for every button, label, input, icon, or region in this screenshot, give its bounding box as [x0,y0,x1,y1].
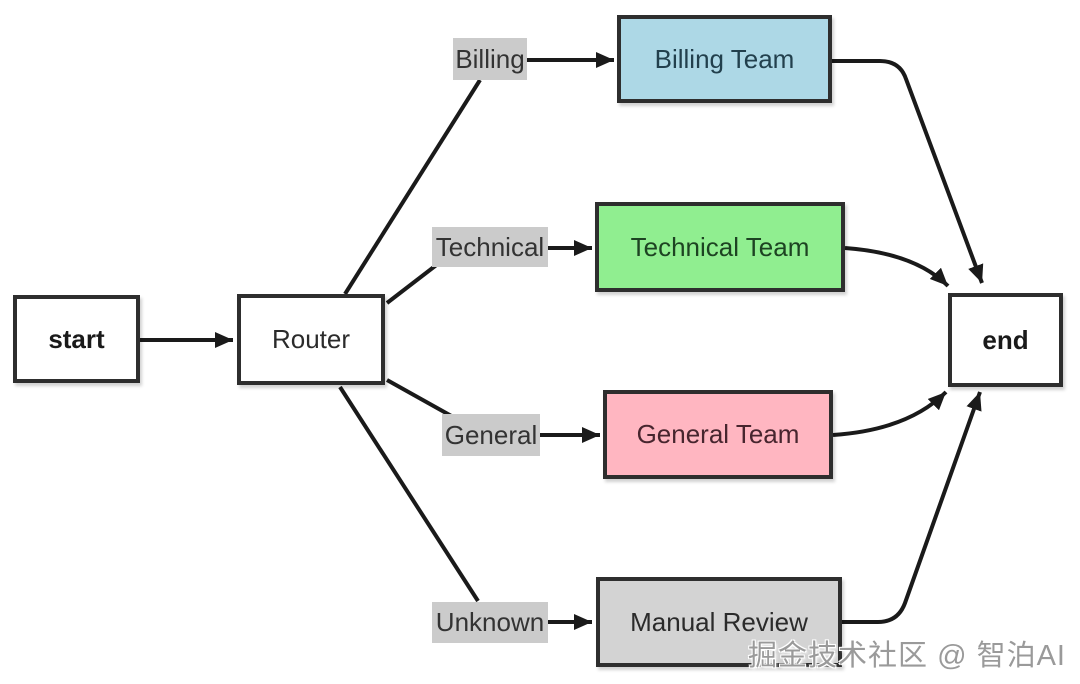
edge-label-unknown: Unknown [432,602,548,643]
edge-router-to-billing-label [343,78,482,296]
edge-general-team-to-end [832,390,948,437]
edge-router-to-general-label [386,378,456,420]
edge-manual-review-to-end [842,391,982,624]
node-router: Router [237,294,385,385]
edge-technical-team-to-end [844,246,950,288]
node-router-label: Router [271,324,351,354]
node-manual-review: Manual Review [596,577,842,667]
node-technical-team: Technical Team [595,202,845,292]
node-billing-team-label: Billing Team [654,43,795,74]
watermark: 掘金技术社区 @ 智泊AI [748,640,1066,672]
edge-label-billing: Billing [453,38,527,80]
node-general-team: General Team [603,390,833,479]
node-start-label: start [48,323,105,354]
edge-label-technical: Technical [432,227,548,267]
node-billing-team: Billing Team [617,15,832,103]
node-end-label: end [982,324,1029,355]
node-manual-review-label: Manual Review [630,606,808,637]
node-general-team-label: General Team [636,419,800,449]
node-start: start [13,295,140,383]
node-end: end [948,293,1063,387]
node-technical-team-label: Technical Team [630,231,810,262]
edge-label-general: General [442,414,540,456]
edge-router-to-unknown-label [338,385,480,603]
edge-billing-team-to-end [832,59,984,284]
